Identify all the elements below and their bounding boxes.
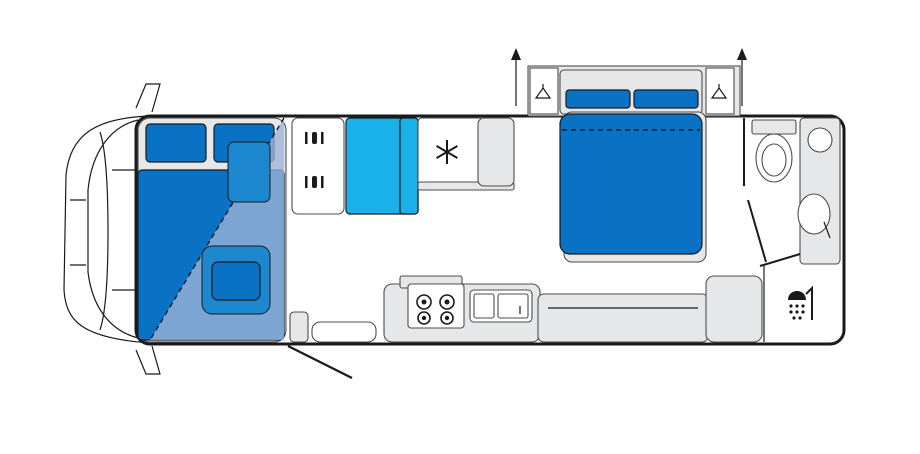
dinette-table bbox=[291, 117, 345, 215]
overhead-storage bbox=[527, 65, 741, 117]
toilet-seat bbox=[761, 143, 787, 177]
entry-door bbox=[287, 345, 353, 379]
wash-basin bbox=[797, 193, 831, 235]
wardrobe-cabinet bbox=[477, 117, 515, 187]
rear-storage-bench bbox=[537, 275, 763, 343]
hanger-recess-right bbox=[705, 67, 735, 115]
hanger-icon bbox=[710, 84, 728, 99]
vanity-top-fixture bbox=[807, 127, 833, 153]
fridge bbox=[417, 117, 515, 191]
arrow-up-icon bbox=[511, 48, 521, 106]
bathroom bbox=[743, 117, 841, 342]
entry-step bbox=[311, 321, 377, 343]
kitchen-bench bbox=[383, 275, 541, 343]
rear-corner-cabinet bbox=[705, 275, 763, 343]
swivel-seat-front-cushion bbox=[211, 261, 261, 301]
sofa-backrest bbox=[399, 117, 419, 215]
sink-bowl bbox=[473, 293, 495, 319]
entry-step-cabinet bbox=[289, 311, 309, 343]
van-cab bbox=[63, 115, 151, 344]
pillow-right bbox=[633, 89, 699, 109]
cooktop bbox=[407, 283, 465, 329]
fridge-unit bbox=[417, 117, 485, 187]
bed-conversion-line bbox=[149, 117, 285, 341]
backrest-cushion-left bbox=[145, 123, 207, 163]
double-bed-mattress bbox=[559, 113, 703, 255]
side-sofa bbox=[345, 117, 419, 215]
swivel-seat-rear bbox=[227, 141, 271, 203]
pillow-left bbox=[565, 89, 631, 109]
hanger-recess-left bbox=[529, 67, 559, 115]
front-lounge bbox=[137, 117, 287, 343]
cutlery-icon bbox=[305, 132, 324, 188]
arrow-up-icon bbox=[737, 48, 747, 106]
table-top bbox=[291, 117, 345, 215]
shower-icon bbox=[788, 285, 813, 320]
drainer bbox=[497, 293, 529, 319]
snowflake-icon bbox=[436, 140, 458, 164]
basin-tap bbox=[823, 221, 831, 239]
mirror-left bbox=[135, 83, 161, 113]
storage-bench bbox=[537, 293, 709, 343]
toilet-cistern bbox=[751, 119, 797, 135]
shower-divider bbox=[759, 253, 801, 267]
mirror-right bbox=[135, 345, 161, 375]
hanger-icon bbox=[534, 84, 552, 99]
bathroom-door bbox=[747, 199, 767, 263]
gas-burner-icon bbox=[416, 294, 455, 325]
